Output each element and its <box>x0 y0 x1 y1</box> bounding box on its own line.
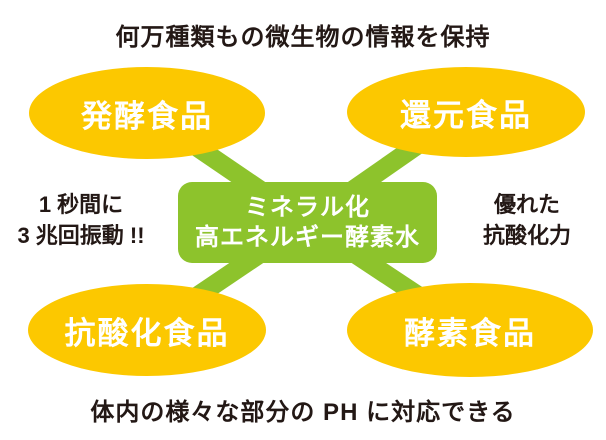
node-ellipse-top-right: 還元食品 <box>347 67 585 157</box>
center-node: ミネラル化 高エネルギー酵素水 <box>178 182 437 263</box>
node-label-bottom-left: 抗酸化食品 <box>64 315 230 351</box>
bottom-caption: 体内の様々な部分の PH に対応できる <box>90 399 516 426</box>
node-label-top-right: 還元食品 <box>400 97 532 133</box>
left-caption-line1: 1 秒間に <box>38 192 124 217</box>
right-caption-line1: 優れた <box>493 192 560 217</box>
node-ellipse-bottom-left: 抗酸化食品 <box>28 284 266 376</box>
left-caption: 1 秒間に 3 兆回振動 !! <box>5 190 157 252</box>
node-ellipse-top-left: 発酵食品 <box>29 67 265 159</box>
center-node-line1: ミネラル化 <box>245 193 370 221</box>
right-caption-line2: 抗酸化力 <box>482 222 571 248</box>
center-node-line2: 高エネルギー酵素水 <box>195 223 420 251</box>
right-caption: 優れた 抗酸化力 <box>452 190 602 252</box>
left-caption-line2: 3 兆回振動 !! <box>17 222 145 248</box>
top-caption: 何万種類もの微生物の情報を保持 <box>115 24 491 51</box>
node-label-top-left: 発酵食品 <box>81 98 213 134</box>
node-label-bottom-right: 酵素食品 <box>404 315 536 351</box>
node-ellipse-bottom-right: 酵素食品 <box>347 283 593 377</box>
